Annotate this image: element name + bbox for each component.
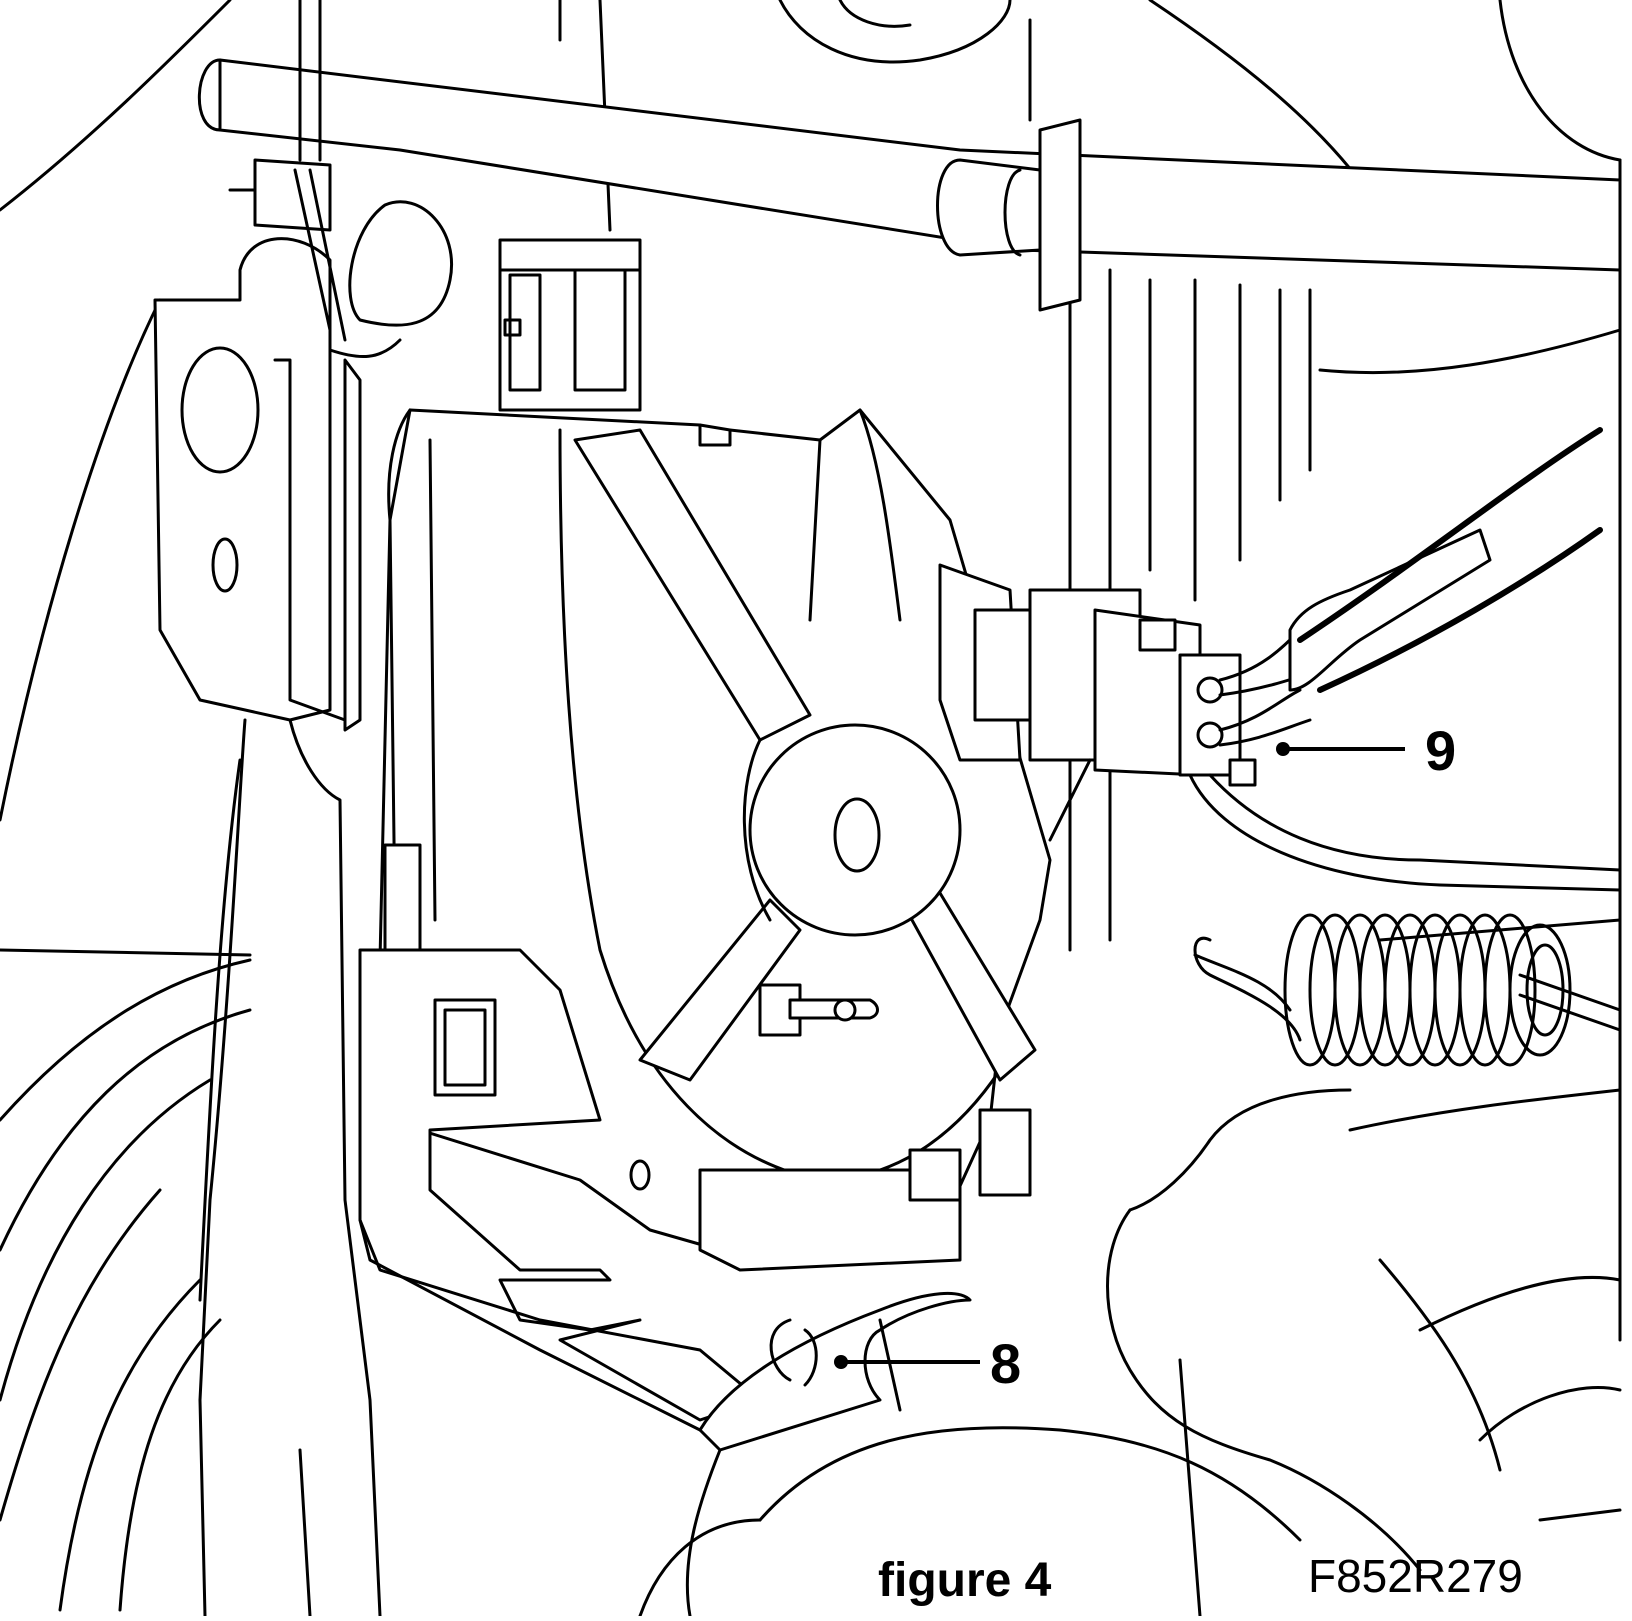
- coil-spring: [1193, 913, 1622, 1067]
- internal-pin: [758, 983, 879, 1037]
- wire-harness: [1188, 427, 1622, 892]
- rotor-spokes: [573, 428, 1037, 1082]
- callout-8-label: 8: [990, 1332, 1021, 1395]
- figure-caption: figure 4: [878, 1554, 1052, 1607]
- latch-hook: [638, 1291, 1302, 1618]
- callout-8: 8: [834, 1332, 1021, 1395]
- top-left-connector: [228, 0, 453, 359]
- upper-pipe: [197, 58, 1622, 312]
- reference-code: F852R279: [1308, 1550, 1523, 1602]
- callout-9: 9: [1276, 719, 1456, 782]
- callout-9-label: 9: [1425, 719, 1456, 782]
- left-bracket: [153, 237, 382, 1618]
- electrical-connector: [938, 563, 1257, 842]
- lower-right-lever: [1106, 1088, 1422, 1618]
- lower-mounting-plate: [358, 843, 1032, 1432]
- vertical-connector: [498, 238, 642, 412]
